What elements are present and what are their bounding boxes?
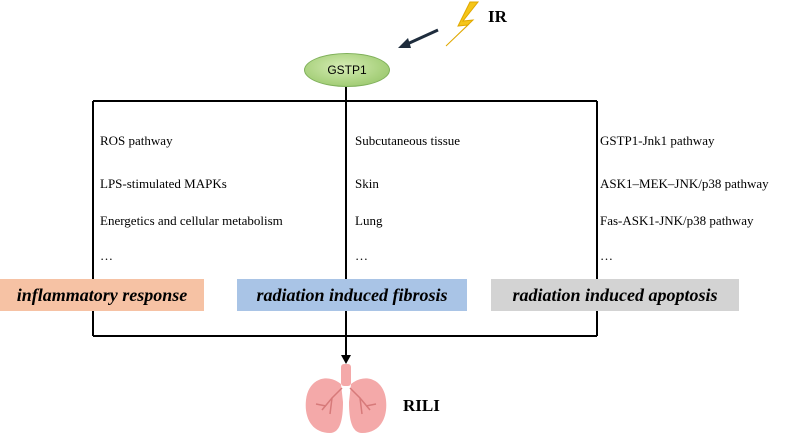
down-arrowhead (341, 355, 351, 364)
rili-label: RILI (403, 396, 440, 415)
radiation-induced-fibrosis-box: radiation induced fibrosis (237, 279, 467, 311)
ir-label: IR (488, 7, 507, 26)
column-3-item-1: GSTP1-Jnk1 pathway (600, 133, 715, 148)
ir-arrow (398, 28, 439, 48)
column-2-item-3: Lung (355, 213, 383, 228)
column-3-item-3: Fas-ASK1-JNK/p38 pathway (600, 213, 754, 228)
gstp1-node: GSTP1 (304, 53, 390, 87)
lungs-icon (305, 364, 387, 433)
column-1-item-4: … (100, 248, 113, 263)
column-3-item-2: ASK1–MEK–JNK/p38 pathway (600, 176, 769, 191)
column-1-item-3: Energetics and cellular metabolism (100, 213, 283, 228)
lightning-bolt-icon (445, 1, 480, 47)
radiation-induced-apoptosis-box: radiation induced apoptosis (491, 279, 739, 311)
column-2-item-1: Subcutaneous tissue (355, 133, 461, 148)
column-3-item-4: … (600, 248, 613, 263)
column-2-item-2: Skin (355, 176, 379, 191)
column-1-item-2: LPS-stimulated MAPKs (100, 176, 227, 191)
bracket-lines (92, 87, 598, 356)
inflammatory-response-box: inflammatory response (0, 279, 204, 311)
column-2-item-4: … (355, 248, 368, 263)
column-1-item-1: ROS pathway (100, 133, 173, 148)
